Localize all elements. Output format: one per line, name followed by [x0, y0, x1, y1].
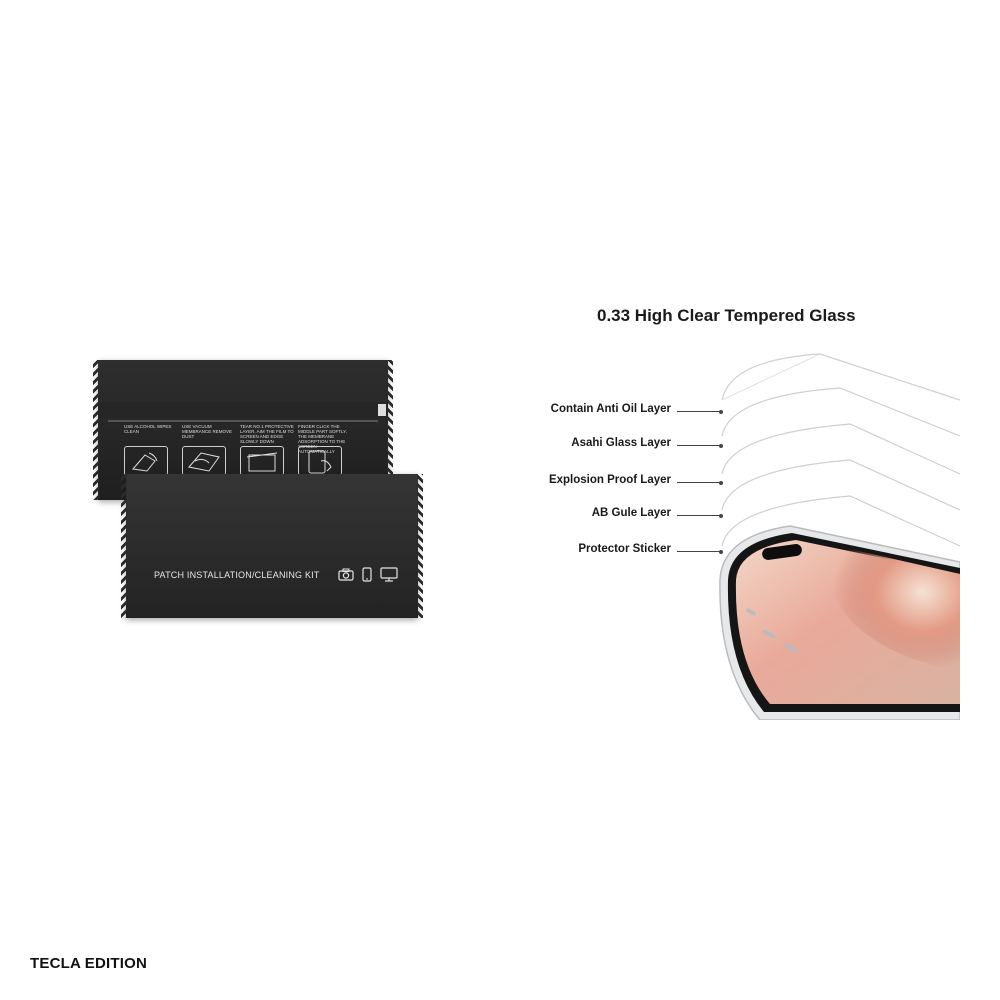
step-text: USE ALCOHOL WIPES CLEAN — [124, 424, 172, 434]
glass-layer — [721, 387, 960, 437]
layer-leader-line — [677, 443, 723, 448]
layer-leader-line — [677, 480, 723, 485]
dynamic-island — [762, 544, 802, 560]
pouch-serrated-edge — [121, 474, 127, 618]
layer-label-anti-oil: Contain Anti Oil Layer — [550, 403, 671, 415]
glass-layer — [721, 353, 960, 401]
pouch-serrated-edge — [387, 360, 393, 500]
phone-icon — [362, 567, 372, 587]
phone-wallpaper — [810, 540, 960, 670]
phone-side-button — [762, 629, 776, 639]
glass-layer — [721, 459, 960, 511]
glass-layers-illustration — [719, 353, 960, 720]
step-text: USE VACUUM MEMBRANCE REMOVE DUST — [182, 424, 233, 439]
installation-step: TEAR NO.1 PROTECTIVE LAYER, AIM THE FILM… — [240, 424, 294, 476]
layer-label-protector-sticker: Protector Sticker — [578, 543, 671, 555]
layer-leader-line — [677, 409, 723, 414]
monitor-icon — [380, 567, 398, 587]
cleaning-kit-front-pouch: PATCH INSTALLATION/CLEANING KIT — [121, 474, 423, 618]
layer-leader-line — [677, 549, 723, 554]
wipe-icon — [124, 446, 168, 476]
layer-label-explosion-proof: Explosion Proof Layer — [548, 474, 671, 486]
phone-side-button — [784, 643, 798, 653]
kit-device-icons — [338, 567, 398, 587]
layer-label-asahi-glass: Asahi Glass Layer — [571, 437, 671, 449]
dust-removal-icon — [182, 446, 226, 476]
pouch-seal-strip — [98, 402, 388, 418]
installation-step: FINGER CLICK THE MIDDLE PART SOFTLY, THE… — [298, 424, 352, 476]
diagram-title: 0.33 High Clear Tempered Glass — [597, 306, 856, 325]
step-text: TEAR NO.1 PROTECTIVE LAYER, AIM THE FILM… — [240, 424, 294, 444]
brand-label: TECLA EDITION — [30, 955, 148, 972]
pouch-serrated-edge — [417, 474, 423, 618]
glass-layer — [721, 495, 960, 547]
apply-film-icon — [240, 446, 284, 476]
installation-steps: USE ALCOHOL WIPES CLEAN USE VACUUM MEMBR… — [124, 424, 354, 480]
pouch-serrated-edge — [93, 360, 99, 500]
kit-title: PATCH INSTALLATION/CLEANING KIT — [154, 570, 320, 580]
glass-layer — [721, 423, 960, 475]
pouch-tear-tab — [378, 404, 386, 416]
phone-side-button — [746, 608, 756, 616]
camera-icon — [338, 568, 354, 586]
press-finger-icon — [298, 446, 342, 476]
glass-layer — [721, 353, 821, 401]
pouch-seal-line — [108, 420, 378, 422]
installation-step: USE VACUUM MEMBRANCE REMOVE DUST — [182, 424, 236, 476]
installation-step: USE ALCOHOL WIPES CLEAN — [124, 424, 178, 476]
layer-leader-line — [677, 513, 723, 518]
layer-label-ab-glue: AB Gule Layer — [591, 507, 671, 519]
